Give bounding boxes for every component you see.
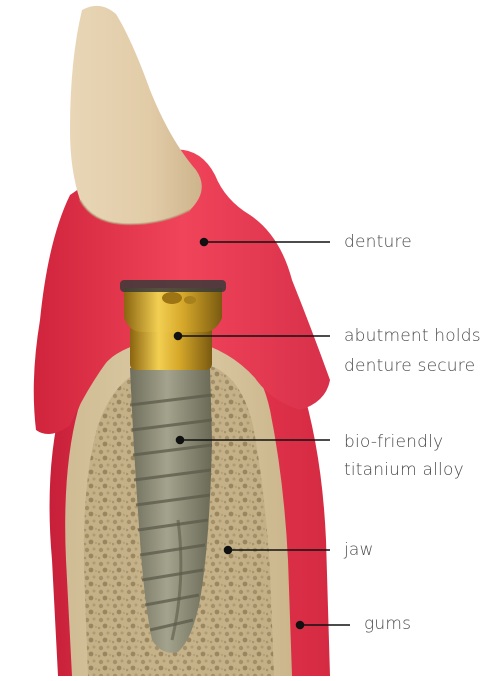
tooth-shape [70,6,202,224]
label-abutment-line2: denture secure [344,352,475,380]
label-abutment-line1: abutment holds [344,322,481,350]
label-denture: denture [344,228,412,256]
label-titanium-line1: bio-friendly [344,428,443,456]
label-jaw: jaw [344,536,374,564]
label-titanium-line2: titanium alloy [344,456,464,484]
label-gums: gums [364,610,411,638]
